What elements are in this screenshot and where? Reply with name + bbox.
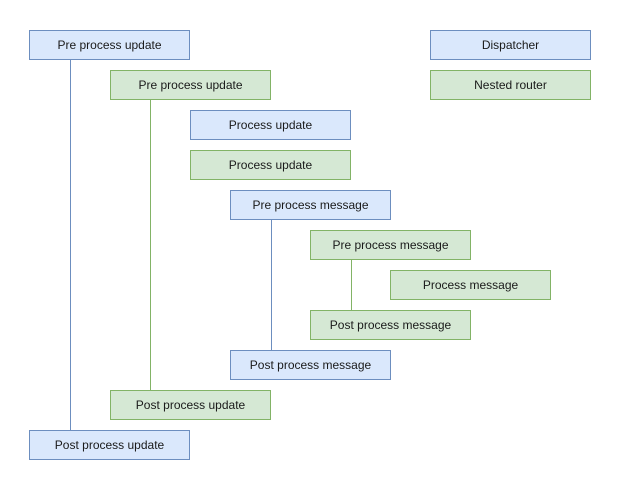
node-pre-process-message-router[interactable]: Pre process message (310, 230, 471, 260)
node-post-process-update-dispatcher[interactable]: Post process update (29, 430, 190, 460)
legend-label-nested-router: Nested router (474, 78, 547, 92)
node-post-process-update-router[interactable]: Post process update (110, 390, 271, 420)
node-post-process-message-router[interactable]: Post process message (310, 310, 471, 340)
edge-dispatcher-update (70, 60, 71, 430)
edge-router-message (351, 260, 352, 310)
node-label: Pre process update (57, 38, 162, 52)
node-process-update-router[interactable]: Process update (190, 150, 351, 180)
node-pre-process-message-dispatcher[interactable]: Pre process message (230, 190, 391, 220)
legend-item-nested-router[interactable]: Nested router (430, 70, 591, 100)
node-process-message-router[interactable]: Process message (390, 270, 551, 300)
node-process-update-dispatcher[interactable]: Process update (190, 110, 351, 140)
legend-label-dispatcher: Dispatcher (481, 38, 540, 52)
node-label: Post process message (249, 358, 372, 372)
node-label: Pre process message (252, 198, 369, 212)
node-label: Post process message (329, 318, 452, 332)
node-label: Process update (228, 158, 313, 172)
legend-item-dispatcher[interactable]: Dispatcher (430, 30, 591, 60)
node-pre-process-update-router[interactable]: Pre process update (110, 70, 271, 100)
node-label: Post process update (135, 398, 246, 412)
node-label: Process message (422, 278, 519, 292)
node-label: Post process update (54, 438, 165, 452)
edge-dispatcher-message (271, 220, 272, 350)
node-label: Pre process update (138, 78, 243, 92)
node-pre-process-update-dispatcher[interactable]: Pre process update (29, 30, 190, 60)
node-post-process-message-dispatcher[interactable]: Post process message (230, 350, 391, 380)
node-label: Pre process message (332, 238, 449, 252)
node-label: Process update (228, 118, 313, 132)
edge-router-update (150, 100, 151, 390)
